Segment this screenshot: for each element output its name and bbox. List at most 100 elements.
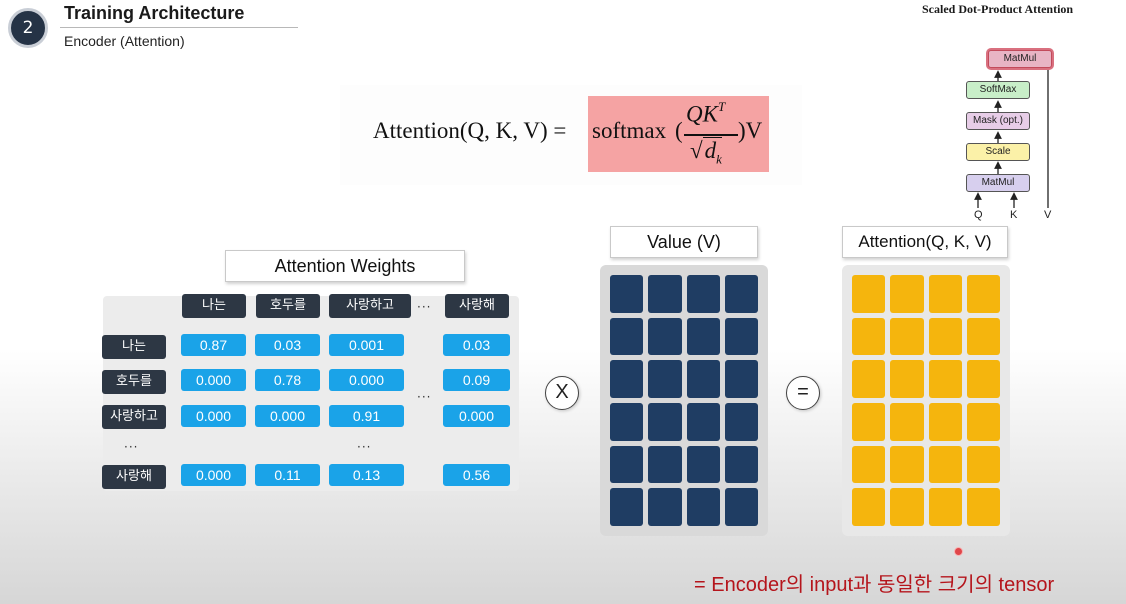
middle-ellipsis: ··· <box>417 390 432 404</box>
value-matrix-cell <box>724 488 758 526</box>
row-header: 사랑해 <box>102 465 166 489</box>
weight-cell: 0.87 <box>181 334 246 356</box>
value-matrix-cell <box>686 445 720 484</box>
value-matrix-cell <box>648 317 682 356</box>
sdpa-input-q: Q <box>974 209 983 221</box>
output-matrix-cell <box>852 445 886 484</box>
value-matrix-cell <box>686 360 720 398</box>
value-matrix-cell <box>686 275 720 313</box>
value-matrix-cell <box>648 488 682 526</box>
output-matrix <box>842 265 1010 536</box>
value-matrix-title: Value (V) <box>610 226 758 258</box>
output-matrix-cell <box>928 360 962 398</box>
formula-numerator: QKT <box>686 99 725 128</box>
formula-denominator-radicand: dk <box>702 137 722 167</box>
weight-cell: 0.13 <box>329 464 404 486</box>
formula-lhs: Attention(Q, K, V) = <box>373 118 567 143</box>
multiply-operator: X <box>545 376 579 410</box>
weight-cell: 0.001 <box>329 334 404 356</box>
formula-open-paren: ( <box>675 118 683 143</box>
step-number-badge: 2 <box>8 8 48 48</box>
title-divider <box>60 27 298 28</box>
weights-panel <box>103 296 519 491</box>
weight-cell: 0.000 <box>443 405 510 427</box>
sdpa-input-k: K <box>1010 209 1018 221</box>
formula-denominator-sub: k <box>716 151 722 167</box>
value-matrix-cell <box>724 403 758 441</box>
tensor-size-note: = Encoder의 input과 동일한 크기의 tensor <box>694 574 1055 596</box>
output-matrix-cell <box>890 360 924 398</box>
output-matrix-cell <box>890 275 924 313</box>
col-ellipsis: ··· <box>417 300 432 314</box>
value-matrix-cell <box>724 360 758 398</box>
col-header: 나는 <box>182 294 246 318</box>
formula-denominator: √dk <box>690 137 722 168</box>
output-matrix-cell <box>852 403 886 441</box>
weight-cell: 0.91 <box>329 405 404 427</box>
slide-title: Training Architecture <box>64 3 245 23</box>
row-header: 사랑하고 <box>102 405 166 429</box>
value-matrix-cell <box>686 488 720 526</box>
value-matrix-cell <box>610 403 644 441</box>
output-matrix-cell <box>928 275 962 313</box>
weight-cell: 0.03 <box>255 334 320 356</box>
sdpa-scale: Scale <box>966 143 1030 161</box>
value-matrix-cell <box>724 317 758 356</box>
output-matrix-cell <box>928 488 962 526</box>
row-header: 호두를 <box>102 370 166 394</box>
sqrt-icon: √ <box>690 138 703 163</box>
weight-cell: 0.11 <box>255 464 320 486</box>
equals-operator: = <box>786 376 820 410</box>
sdpa-title: Scaled Dot-Product Attention <box>922 2 1074 16</box>
formula-close: )V <box>738 118 763 143</box>
value-matrix-cell <box>610 445 644 484</box>
output-matrix-cell <box>852 275 886 313</box>
value-matrix-cell <box>724 275 758 313</box>
weight-cell: 0.000 <box>255 405 320 427</box>
output-matrix-cell <box>966 403 1000 441</box>
slide-subtitle: Encoder (Attention) <box>64 33 185 49</box>
value-matrix-cell <box>686 403 720 441</box>
value-matrix-cell <box>686 317 720 356</box>
value-matrix-cell <box>648 403 682 441</box>
output-matrix-cell <box>966 488 1000 526</box>
sdpa-input-v: V <box>1044 209 1052 221</box>
output-matrix-cell <box>928 445 962 484</box>
weight-cell: 0.000 <box>181 464 246 486</box>
value-matrix-cell <box>724 445 758 484</box>
col-header: 사랑해 <box>445 294 509 318</box>
output-matrix-cell <box>890 445 924 484</box>
output-matrix-cell <box>852 317 886 356</box>
output-matrix-cell <box>966 275 1000 313</box>
value-matrix-cell <box>648 275 682 313</box>
output-matrix-cell <box>966 445 1000 484</box>
row-ellipsis: ··· <box>124 440 139 454</box>
col-header: 사랑하고 <box>329 294 411 318</box>
sdpa-matmul-bottom: MatMul <box>966 174 1030 192</box>
formula-denominator-base: d <box>704 138 717 163</box>
sdpa-matmul-top: MatMul <box>988 50 1052 68</box>
weight-cell: 0.56 <box>443 464 510 486</box>
value-matrix-cell <box>648 360 682 398</box>
col-header: 호두를 <box>256 294 320 318</box>
output-matrix-cell <box>966 317 1000 356</box>
output-matrix-cell <box>890 488 924 526</box>
row-header: 나는 <box>102 335 166 359</box>
output-matrix-cell <box>890 403 924 441</box>
value-matrix-cell <box>610 360 644 398</box>
sdpa-mask: Mask (opt.) <box>966 112 1030 130</box>
weight-cell: 0.000 <box>181 405 246 427</box>
output-matrix-cell <box>928 317 962 356</box>
sdpa-softmax: SoftMax <box>966 81 1030 99</box>
weight-cell: 0.78 <box>255 369 320 391</box>
formula-highlight <box>588 96 769 172</box>
output-matrix-cell <box>890 317 924 356</box>
output-matrix-cell <box>852 488 886 526</box>
output-matrix-title: Attention(Q, K, V) <box>842 226 1008 258</box>
output-matrix-cell <box>852 360 886 398</box>
value-matrix <box>600 265 768 536</box>
weight-cell: 0.03 <box>443 334 510 356</box>
output-matrix-cell <box>966 360 1000 398</box>
weight-cell: 0.000 <box>329 369 404 391</box>
value-matrix-cell <box>610 275 644 313</box>
